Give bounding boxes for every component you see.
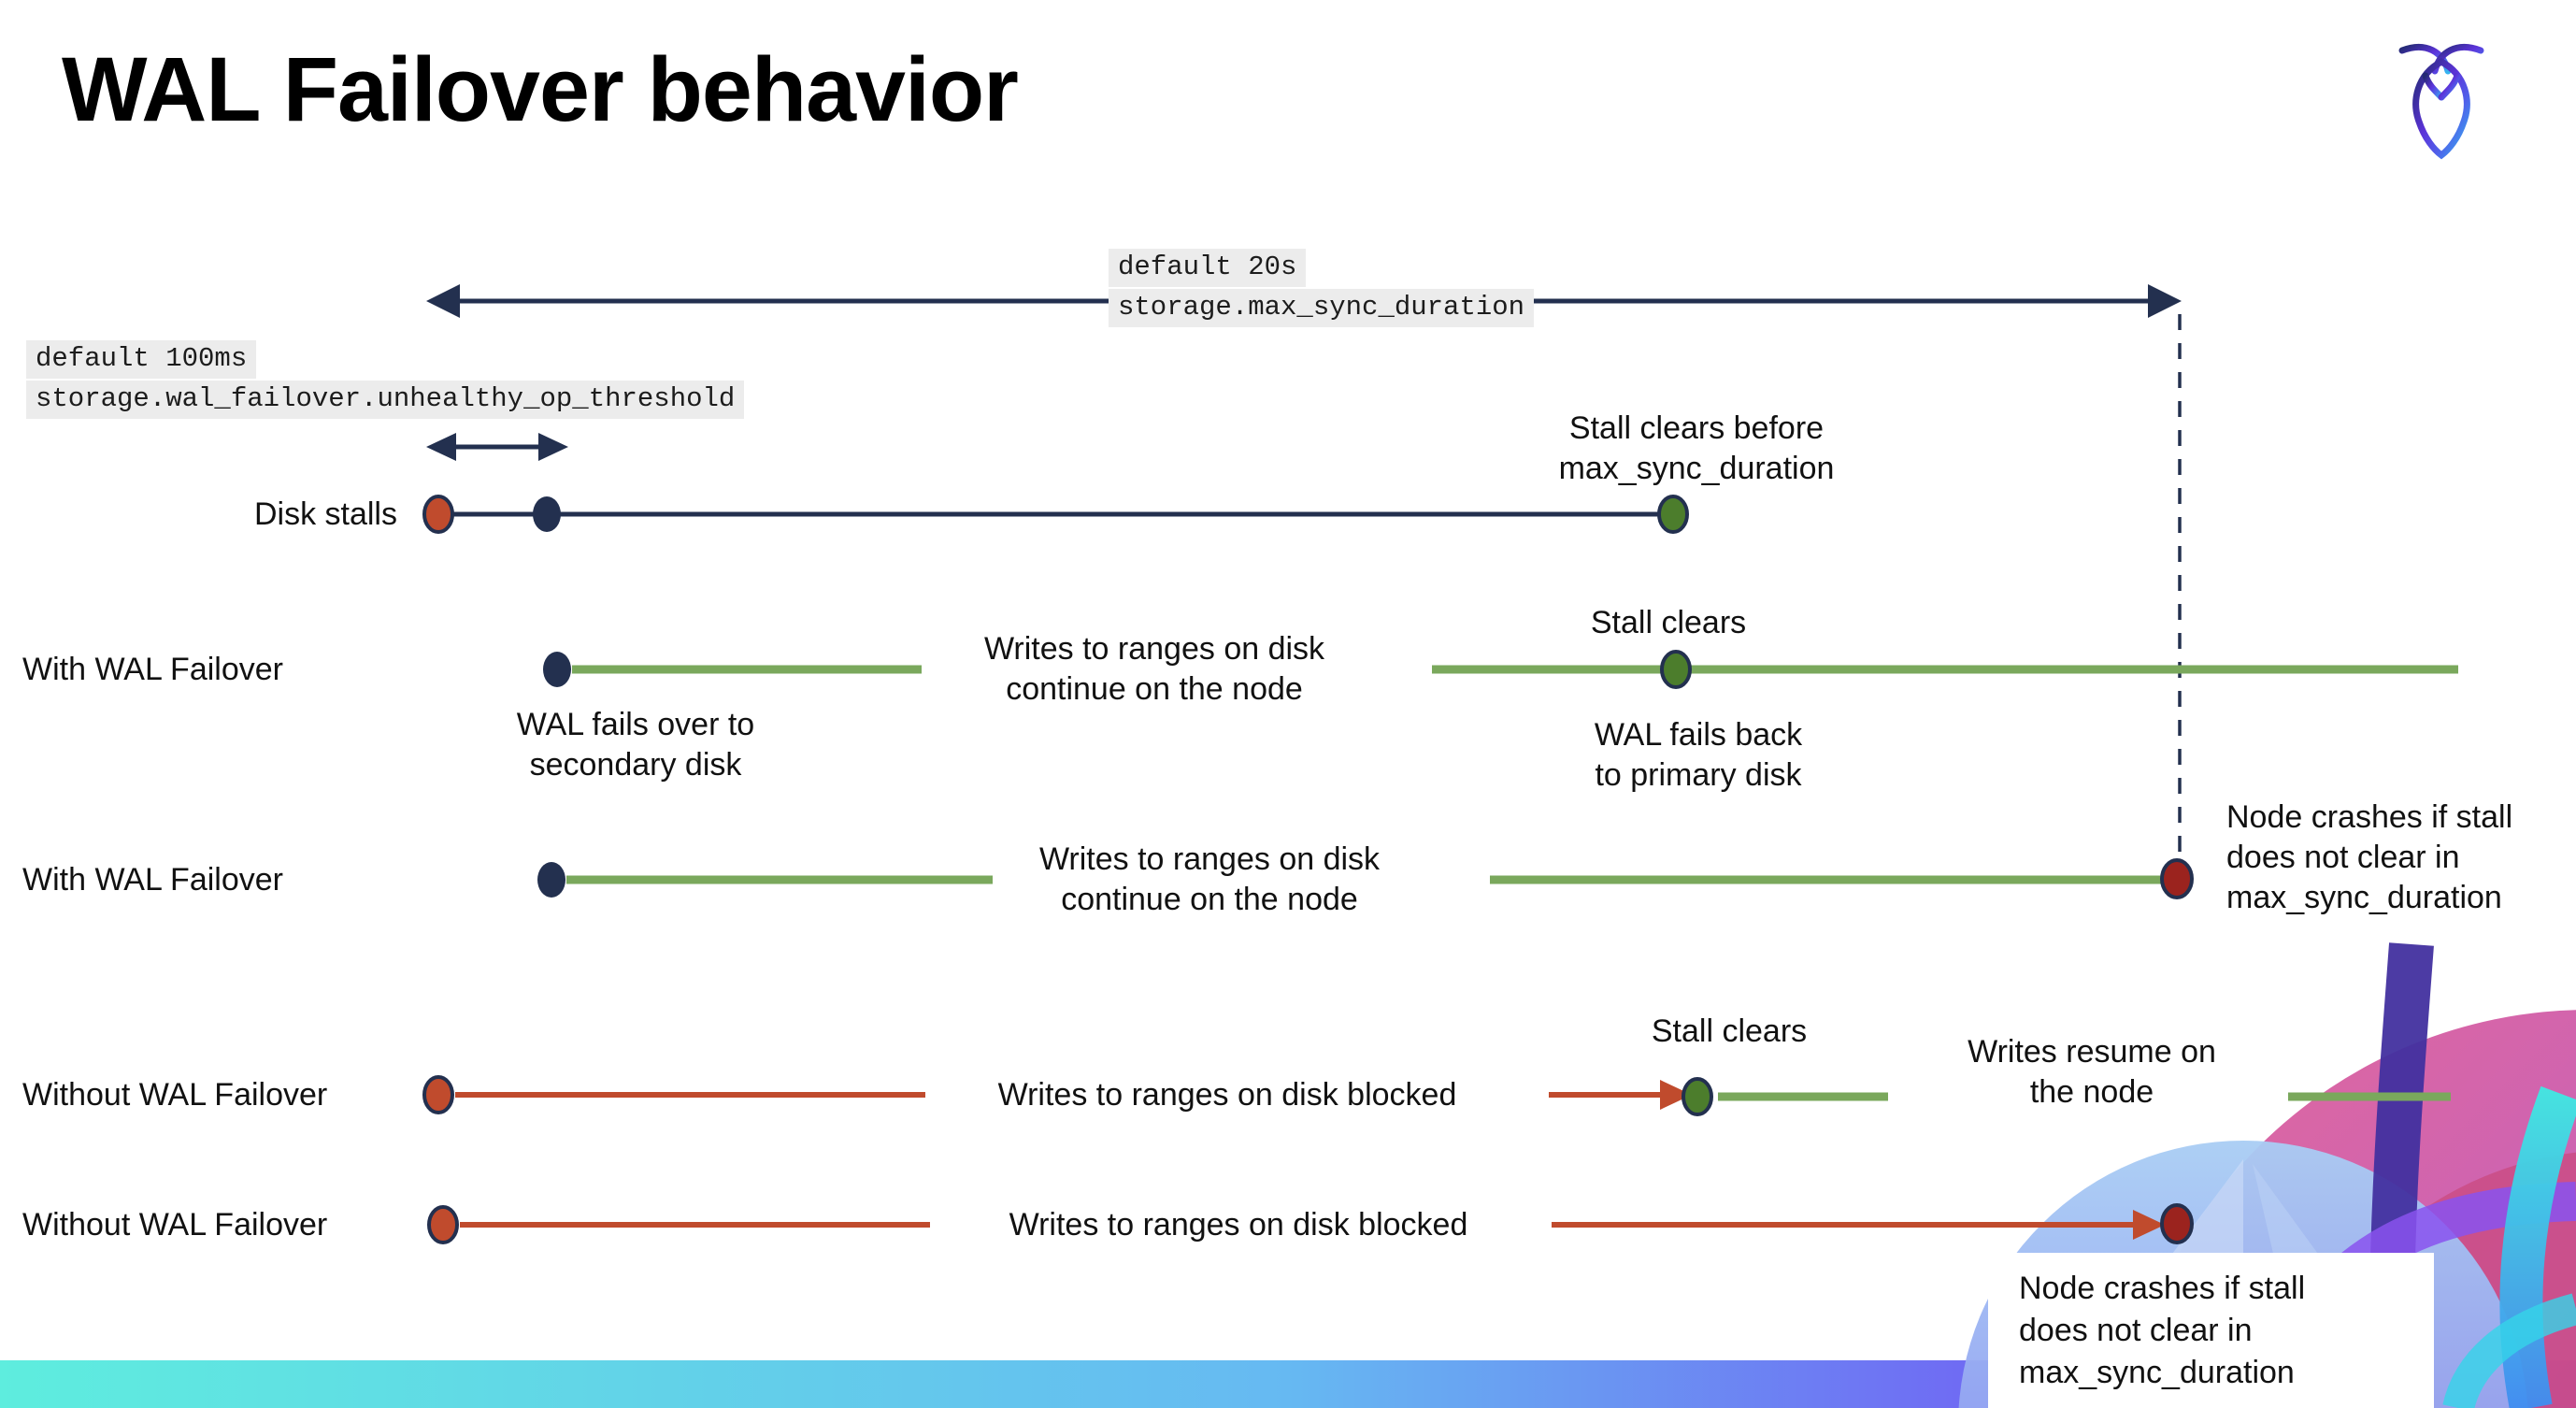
stall-start-dot bbox=[427, 1205, 459, 1244]
failover-dot bbox=[543, 652, 571, 687]
arrowhead-left-icon bbox=[426, 433, 456, 461]
setting-unhealthy-op-threshold: default 100ms storage.wal_failover.unhea… bbox=[26, 340, 745, 421]
arrowhead-right-icon bbox=[1660, 1080, 1692, 1110]
arrowhead-left-icon bbox=[426, 284, 460, 318]
annotation-writes-blocked-2: Writes to ranges on disk blocked bbox=[1009, 1207, 1468, 1243]
annotation-stall-clears-1: Stall clears bbox=[1590, 605, 1747, 640]
stall-start-dot bbox=[422, 495, 454, 534]
failover-dot bbox=[537, 862, 565, 898]
node-crash-dot bbox=[2160, 858, 2194, 899]
arrowhead-right-icon bbox=[538, 433, 568, 461]
cockroach-mark bbox=[2398, 43, 2484, 160]
timeline-label-disk-stalls: Disk stalls bbox=[253, 496, 397, 532]
annotation-wal-fails-over: WAL fails over to secondary disk bbox=[516, 707, 755, 783]
wing-cyan-band-2 bbox=[2442, 1293, 2576, 1408]
annotation-node-crashes-1: Node crashes if stall does not clear in … bbox=[2226, 799, 2513, 915]
timeline-label-without-wal-failover-1: Without WAL Failover bbox=[22, 1077, 328, 1113]
stall-clears-dot bbox=[1657, 495, 1689, 534]
timeline-label-with-wal-failover-2: With WAL Failover bbox=[22, 862, 283, 898]
setting-name: storage.wal_failover.unhealthy_op_thresh… bbox=[26, 381, 745, 419]
timeline-label-without-wal-failover-2: Without WAL Failover bbox=[22, 1207, 328, 1243]
threshold-dot bbox=[533, 496, 561, 532]
setting-default-value: default 20s bbox=[1109, 249, 1307, 287]
wing-cyan-band bbox=[2499, 1085, 2576, 1408]
node-crash-callout: Node crashes if stall does not clear in … bbox=[1988, 1253, 2434, 1408]
stall-start-dot bbox=[422, 1075, 454, 1114]
timeline-disk-stalls bbox=[422, 495, 1689, 534]
stall-clears-dot bbox=[1660, 650, 1692, 689]
annotation-node-crashes-2: Node crashes if stall does not clear in … bbox=[2019, 1271, 2306, 1390]
arrowhead-right-icon bbox=[2148, 284, 2182, 318]
annotation-writes-continue-1: Writes to ranges on disk continue on the… bbox=[983, 631, 1325, 707]
annotation-writes-blocked-1: Writes to ranges on disk blocked bbox=[997, 1077, 1457, 1113]
timeline-label-with-wal-failover-1: With WAL Failover bbox=[22, 652, 283, 687]
timeline-with-wal-failover-1 bbox=[543, 650, 2458, 689]
setting-default-value: default 100ms bbox=[26, 340, 257, 379]
annotation-writes-resume: Writes resume on the node bbox=[1968, 1034, 2216, 1110]
annotation-stall-clears-2: Stall clears bbox=[1651, 1013, 1808, 1049]
annotation-writes-continue-2: Writes to ranges on disk continue on the… bbox=[1038, 841, 1381, 917]
setting-max-sync-duration: default 20s storage.max_sync_duration bbox=[1109, 249, 1535, 329]
unhealthy-op-threshold-arrow bbox=[426, 433, 568, 461]
annotation-stall-clears-before: Stall clears before max_sync_duration bbox=[1558, 410, 1835, 486]
page-title: WAL Failover behavior bbox=[62, 38, 1019, 140]
cockroachdb-logo-icon bbox=[2398, 43, 2484, 160]
annotation-wal-fails-back: WAL fails back to primary disk bbox=[1594, 717, 1803, 793]
stall-clears-dot bbox=[1682, 1077, 1713, 1116]
setting-name: storage.max_sync_duration bbox=[1109, 289, 1535, 327]
